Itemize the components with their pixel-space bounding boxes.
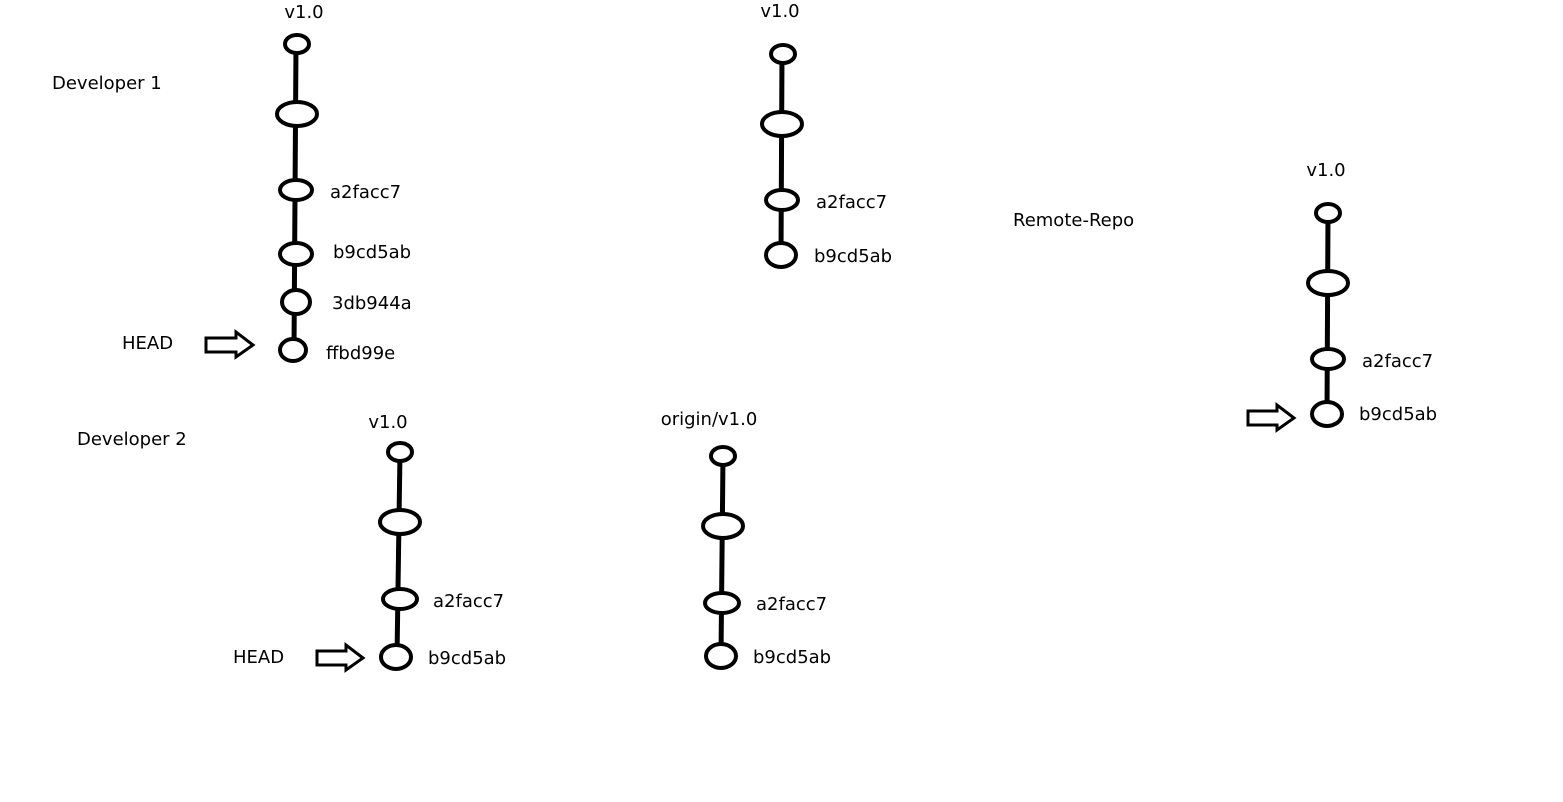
commit-hash: a2facc7 <box>1362 351 1433 372</box>
commit-hash: b9cd5ab <box>428 648 506 669</box>
branch-line <box>1324 210 1331 417</box>
commit-node <box>386 441 414 463</box>
commit-node <box>379 643 413 671</box>
dev2-local-graph: v1.0 a2facc7 b9cd5ab <box>368 412 506 671</box>
commit-hash: a2facc7 <box>816 192 887 213</box>
branch-label: v1.0 <box>760 1 799 22</box>
commit-node <box>278 337 308 363</box>
branch-label: origin/v1.0 <box>661 409 758 430</box>
head-label: HEAD <box>233 647 284 668</box>
commit-node <box>704 642 738 670</box>
commit-node <box>764 188 800 212</box>
dev2-remote-tracking-graph: origin/v1.0 a2facc7 b9cd5ab <box>661 409 831 670</box>
commit-node <box>275 100 319 128</box>
branch-label: v1.0 <box>368 412 407 433</box>
commit-hash: a2facc7 <box>756 594 827 615</box>
dev1-local-graph: v1.0 a2facc7 b9cd5ab 3db944a ffbd99e <box>275 2 412 364</box>
branch-line <box>718 453 726 659</box>
branch-line <box>778 51 785 258</box>
remote-repo-graph: v1.0 a2facc7 b9cd5ab <box>1306 160 1437 428</box>
head-label: HEAD <box>122 333 173 354</box>
commit-node <box>280 288 312 316</box>
branch-label: v1.0 <box>284 2 323 23</box>
commit-node <box>769 43 797 65</box>
commit-node <box>703 591 741 615</box>
commit-hash: b9cd5ab <box>1359 404 1437 425</box>
developer-1-title: Developer 1 <box>52 73 162 94</box>
remote-head-arrow-icon <box>1246 401 1297 433</box>
commit-hash: b9cd5ab <box>333 242 411 263</box>
head-arrow-icon <box>204 328 256 360</box>
dev1-remote-tracking-graph: v1.0 a2facc7 b9cd5ab <box>760 1 892 269</box>
commit-hash: a2facc7 <box>330 182 401 203</box>
commit-node <box>1310 400 1344 428</box>
branch-line <box>394 449 403 660</box>
commit-node <box>381 587 419 611</box>
commit-node <box>760 110 804 138</box>
commit-hash: ffbd99e <box>326 343 395 364</box>
commit-node <box>378 508 422 536</box>
commit-node <box>709 445 737 467</box>
commit-hash: b9cd5ab <box>814 246 892 267</box>
developer-2-title: Developer 2 <box>77 429 187 450</box>
commit-node <box>764 241 798 269</box>
commit-node <box>1310 347 1346 371</box>
head-arrow-icon <box>315 641 366 673</box>
commit-hash: b9cd5ab <box>753 647 831 668</box>
commit-hash: 3db944a <box>332 293 412 314</box>
branch-label: v1.0 <box>1306 160 1345 181</box>
commit-node <box>278 178 314 202</box>
commit-node <box>1314 202 1342 224</box>
commit-node <box>283 33 311 55</box>
remote-repo-title: Remote-Repo <box>1013 210 1134 231</box>
commit-node <box>701 512 745 540</box>
commit-hash: a2facc7 <box>433 591 504 612</box>
commit-node <box>1306 269 1350 297</box>
commit-node <box>278 241 314 267</box>
